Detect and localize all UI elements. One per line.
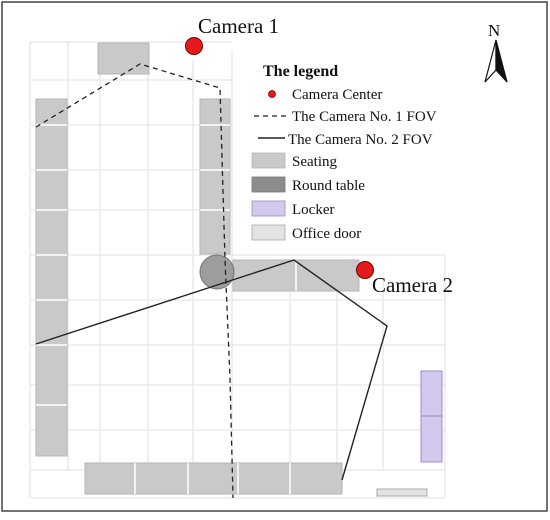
office-door xyxy=(376,488,428,497)
camera-1-fov-line xyxy=(35,63,234,499)
camera-1-label: Camera 1 xyxy=(198,14,279,38)
camera-1-center xyxy=(185,37,203,55)
seating-swatch-icon xyxy=(251,152,286,169)
legend-item-camera-1-fov: The Camera No. 1 FOV xyxy=(292,109,437,125)
north-label: N xyxy=(488,21,500,40)
round-table-swatch-icon xyxy=(251,176,286,193)
north-arrow-icon: N xyxy=(484,21,508,83)
legend: The legend Camera Center The Camera No. … xyxy=(251,63,437,242)
round-table xyxy=(199,254,235,290)
legend-item-camera-2-fov: The Camera No. 2 FOV xyxy=(288,132,433,148)
camera-2-center xyxy=(356,261,374,279)
camera-center-icon xyxy=(268,90,276,98)
locker xyxy=(420,370,443,463)
figure-frame xyxy=(1,1,548,512)
legend-item-office-door: Office door xyxy=(292,226,361,242)
seating-center-column xyxy=(199,98,231,255)
locker-swatch-icon xyxy=(251,200,286,217)
legend-title: The legend xyxy=(263,63,338,80)
legend-item-round-table: Round table xyxy=(292,178,365,194)
seating-dividers xyxy=(36,124,297,494)
seating-top xyxy=(97,42,150,75)
legend-item-locker: Locker xyxy=(292,202,334,218)
camera-2-fov-line xyxy=(35,259,388,481)
floor-grid xyxy=(29,41,446,499)
seating-left-column xyxy=(35,98,68,457)
camera-2-label: Camera 2 xyxy=(372,273,453,297)
office-door-swatch-icon xyxy=(251,224,286,241)
seating-bottom-row xyxy=(84,462,343,495)
legend-item-camera-center: Camera Center xyxy=(292,87,382,103)
legend-item-seating: Seating xyxy=(292,154,337,170)
